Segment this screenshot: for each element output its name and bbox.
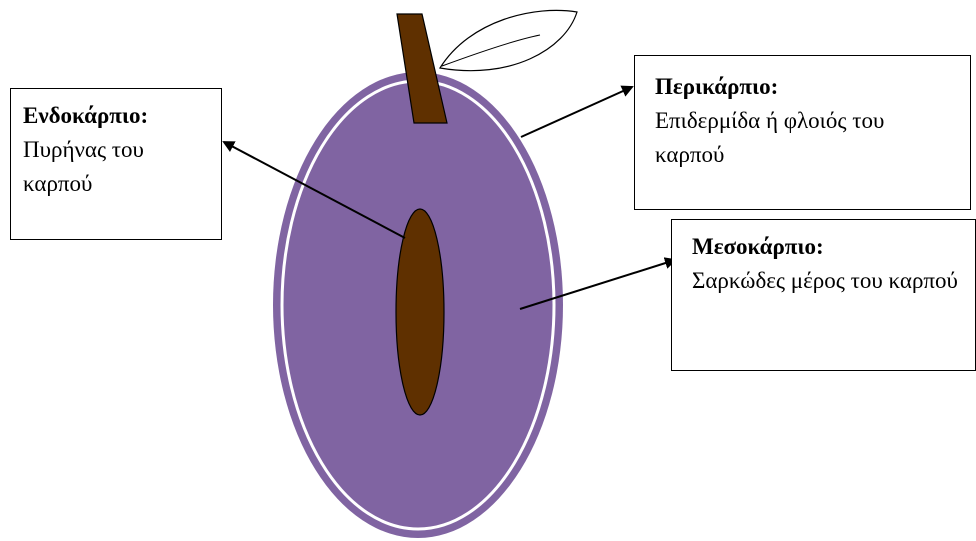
pericarp-label-box: Περικάρπιο: Επιδερμίδα ή φλοιός του καρπ… [634,55,971,210]
endocarp-title: Ενδοκάρπιο: [23,99,209,133]
arrow-pericarp [521,87,632,137]
pericarp-description: Επιδερμίδα ή φλοιός του καρπού [655,104,958,172]
mesocarp-label-box: Μεσοκάρπιο: Σαρκώδες μέρος του καρπού [671,219,976,371]
endocarp-label-box: Ενδοκάρπιο: Πυρήνας του καρπού [10,88,222,240]
pit [396,209,444,415]
leaf-icon [440,10,577,70]
mesocarp-description: Σαρκώδες μέρος του καρπού [692,264,963,298]
mesocarp-title: Μεσοκάρπιο: [692,230,963,264]
pericarp-title: Περικάρπιο: [655,70,958,104]
endocarp-description: Πυρήνας του καρπού [23,133,209,201]
